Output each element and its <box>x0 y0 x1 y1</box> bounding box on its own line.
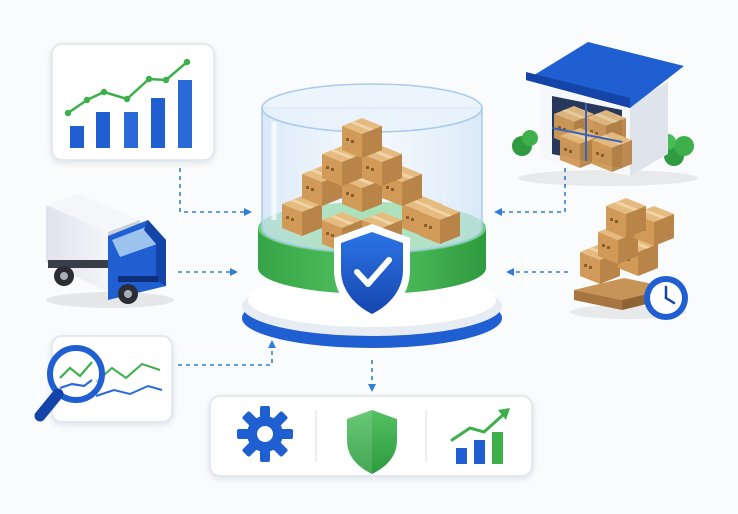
shield-check-icon <box>334 224 410 324</box>
magnifier-chart-icon <box>34 345 163 422</box>
bar-line-chart-icon <box>64 58 192 148</box>
clock-icon <box>644 276 688 320</box>
growth-chart-icon <box>450 408 510 464</box>
connector-arrows <box>178 168 568 392</box>
shield-icon <box>347 410 397 474</box>
warehouse-icon <box>512 42 698 186</box>
gear-icon <box>237 406 293 462</box>
delivery-truck-icon <box>46 194 174 308</box>
